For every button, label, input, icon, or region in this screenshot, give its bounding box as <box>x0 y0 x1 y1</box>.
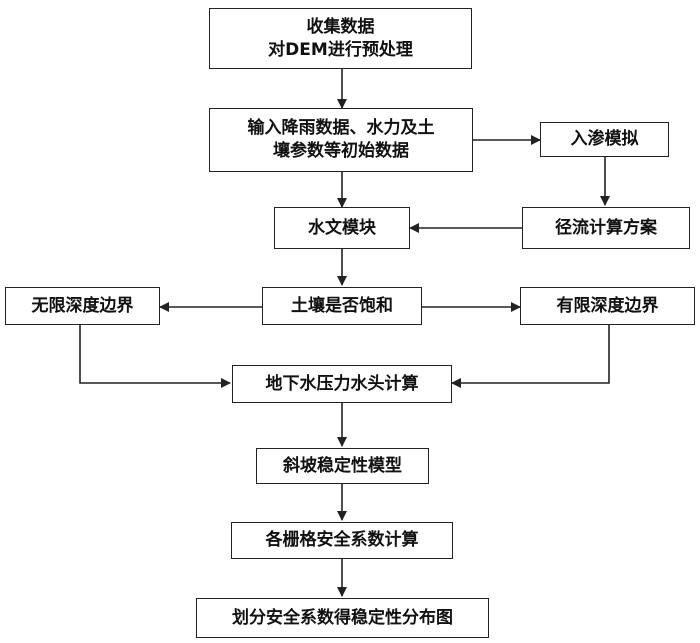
node-stability-distribution: 划分安全系数得稳定性分布图 <box>196 598 489 638</box>
node-slope-stability-model: 斜坡稳定性模型 <box>256 448 429 484</box>
node-safety-factor: 各栅格安全系数计算 <box>231 522 453 559</box>
node-collect-line2: 对DEM进行预处理 <box>268 39 413 60</box>
node-groundwater-head: 地下水压力水头计算 <box>232 365 452 403</box>
node-finite-boundary: 有限深度边界 <box>520 287 695 325</box>
node-input-data: 输入降雨数据、水力及土 壤参数等初始数据 <box>209 108 473 172</box>
node-collect-line1: 收集数据 <box>306 16 375 37</box>
node-hydro-module: 水文模块 <box>274 207 410 249</box>
node-infinite-boundary: 无限深度边界 <box>5 287 160 325</box>
arrow-infinite-to-groundwater <box>79 325 231 388</box>
node-input-line2: 壤参数等初始数据 <box>273 141 409 161</box>
node-infiltration: 入渗模拟 <box>540 122 669 157</box>
node-collect-data: 收集数据 对DEM进行预处理 <box>209 8 472 69</box>
node-soil-saturated: 土壤是否饱和 <box>262 287 422 325</box>
arrow-finite-to-groundwater <box>451 325 610 388</box>
node-input-line1: 输入降雨数据、水力及土 <box>247 118 435 138</box>
node-runoff-scheme: 径流计算方案 <box>522 207 690 249</box>
